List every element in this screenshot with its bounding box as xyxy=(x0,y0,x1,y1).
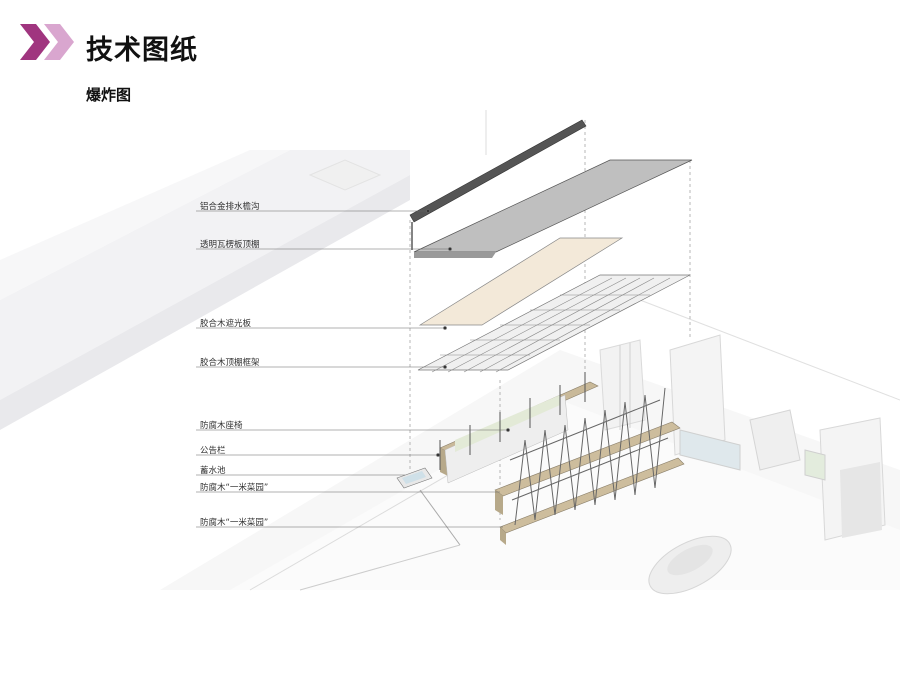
label-planter-upper: 防腐木“一米菜园” xyxy=(200,483,269,493)
gutter-layer xyxy=(409,119,587,250)
exploded-diagram xyxy=(0,110,900,595)
roof-frame-layer xyxy=(417,274,691,373)
shade-panel-layer xyxy=(418,237,624,326)
page-title: 技术图纸 xyxy=(86,35,198,66)
chevron-double-icon xyxy=(20,24,74,60)
leader-lines xyxy=(196,209,510,528)
label-corrugated-roof: 透明瓦楞板顶棚 xyxy=(200,240,260,250)
label-glulam-roof-frame: 胶合木顶棚框架 xyxy=(200,358,260,368)
page-subtitle: 爆炸图 xyxy=(86,86,132,104)
label-aluminum-gutter: 铝合金排水檐沟 xyxy=(200,202,260,212)
background-street xyxy=(0,110,900,591)
label-bulletin-board: 公告栏 xyxy=(200,446,226,456)
label-water-tank: 蓄水池 xyxy=(200,466,226,476)
background-buildings xyxy=(599,334,886,595)
planter-structure xyxy=(299,372,685,591)
roof-layer xyxy=(413,159,693,258)
label-glulam-shade-panel: 胶合木遮光板 xyxy=(200,319,252,329)
label-planter-lower: 防腐木“一米菜园” xyxy=(200,518,269,528)
label-wood-bench: 防腐木座椅 xyxy=(200,421,243,431)
